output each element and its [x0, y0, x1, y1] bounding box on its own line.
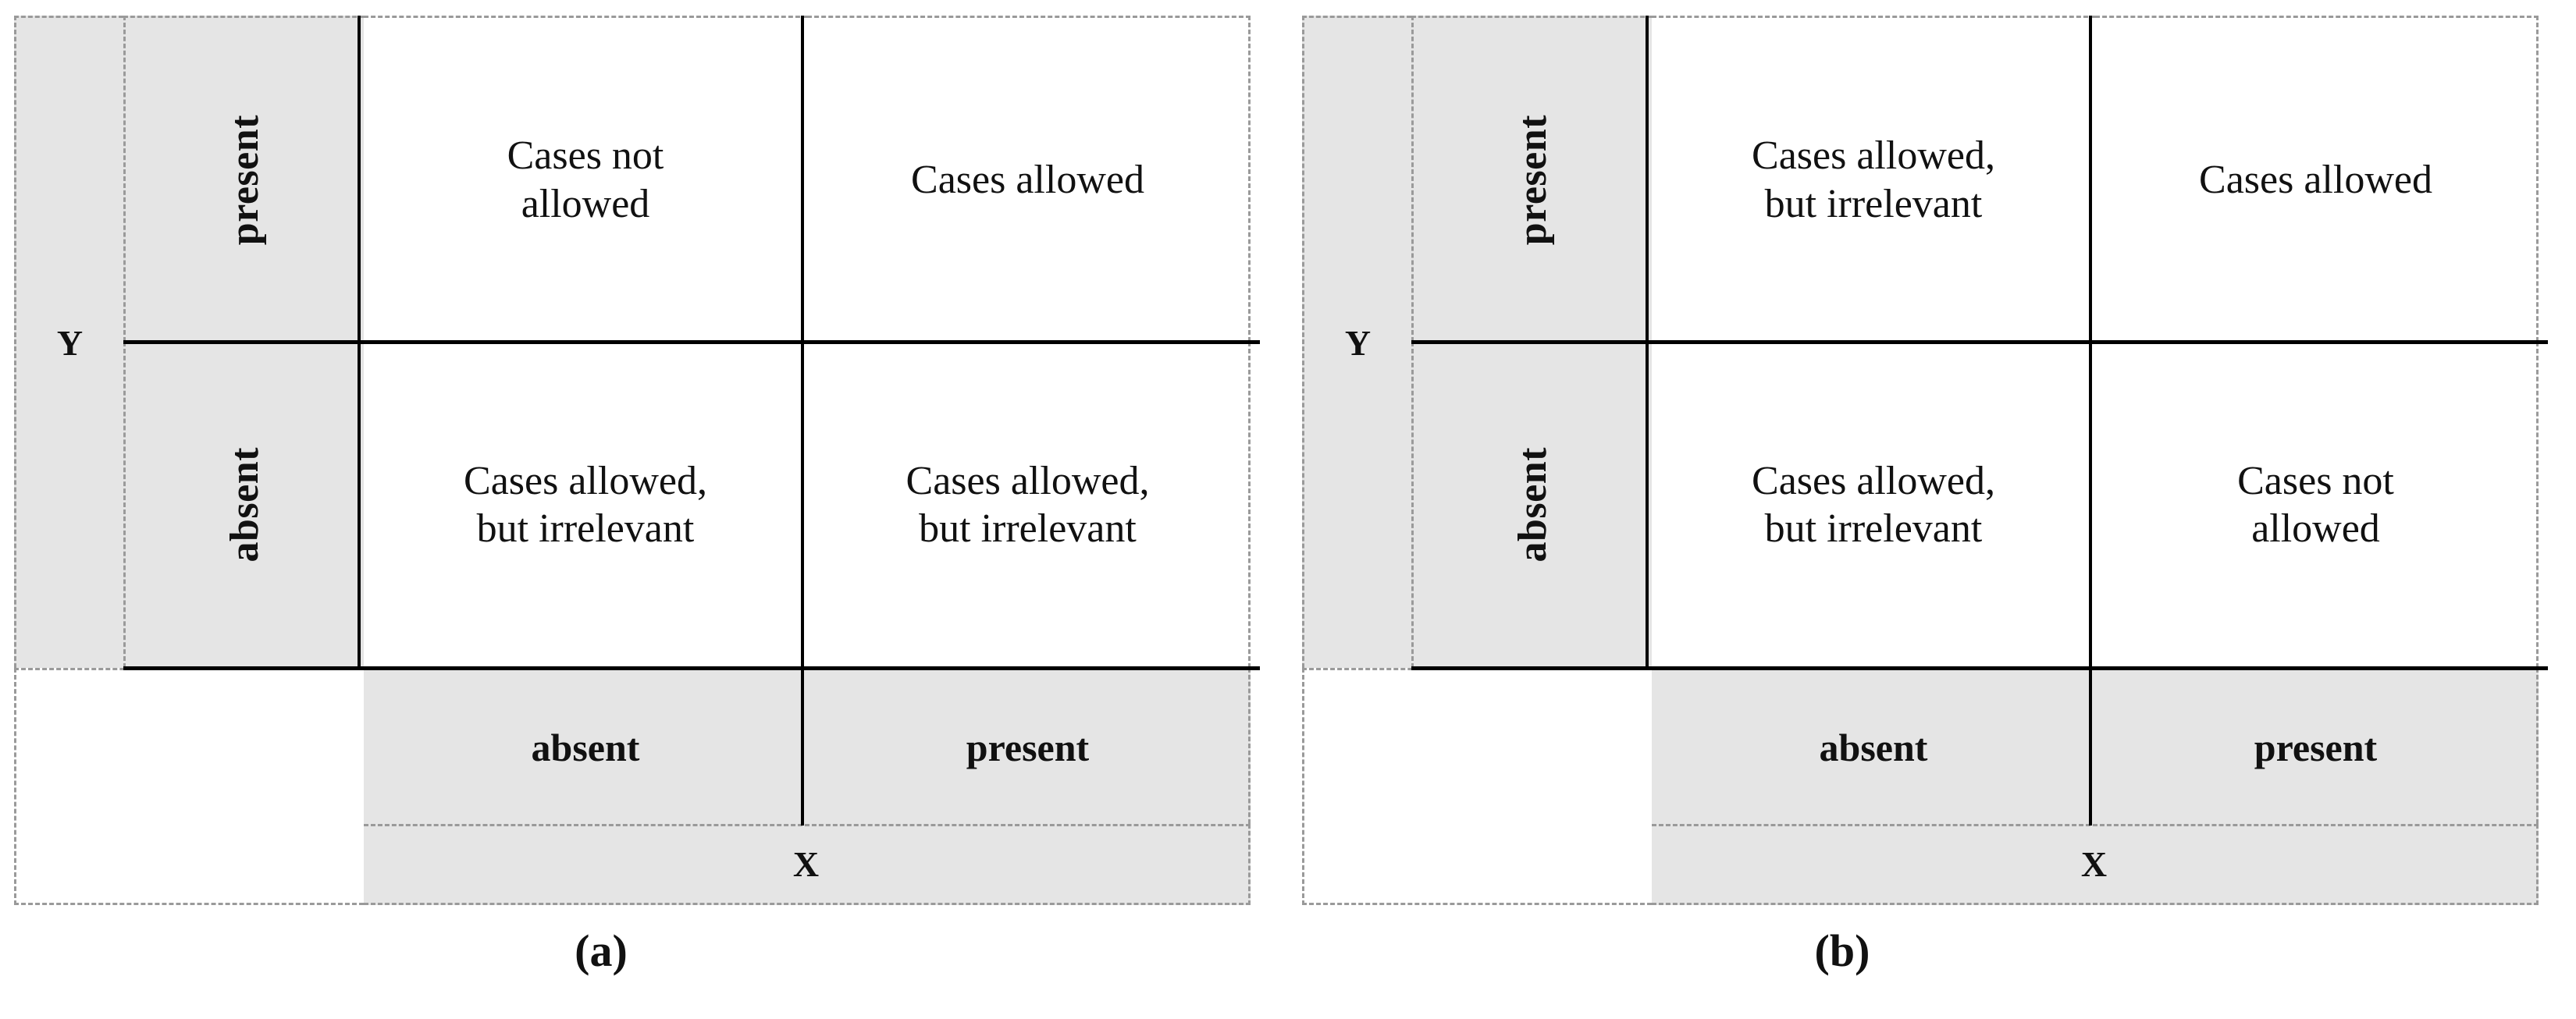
matrix-cell-b-r2c2-text: Cases not allowed — [2237, 458, 2394, 551]
matrix-corner-blank-b — [1302, 668, 1652, 905]
horizontal-rule-middle-b — [1411, 340, 2548, 344]
matrix-cell-a-r2c1-text: Cases allowed, but irrelevant — [464, 458, 707, 551]
matrix-cell-b-r1c1: Cases allowed, but irrelevant — [1652, 16, 2095, 342]
y-axis-label-b: Y — [1344, 322, 1372, 363]
row-header-absent-a: absent — [123, 342, 364, 668]
matrix-cell-a-r2c2-text: Cases allowed, but irrelevant — [906, 458, 1150, 551]
panel-caption-a: (a) — [575, 925, 628, 976]
matrix-cell-b-r2c1: Cases allowed, but irrelevant — [1652, 342, 2095, 668]
panel-b: Y present Cases allowed, but irrelevant … — [1288, 0, 2576, 1019]
matrix-cell-a-r2c1: Cases allowed, but irrelevant — [364, 342, 807, 668]
vertical-rule-middle-a — [801, 16, 804, 825]
matrix-cell-b-r2c1-text: Cases allowed, but irrelevant — [1752, 458, 1995, 551]
x-axis-label-cell-b: X — [1652, 824, 2539, 905]
panel-a: Y present Cases not allowed Cases allowe… — [14, 16, 1260, 976]
row-header-present-a: present — [123, 16, 364, 342]
matrix-cell-a-r2c2: Cases allowed, but irrelevant — [807, 342, 1251, 668]
column-header-absent-label-a: absent — [531, 725, 640, 769]
row-header-absent-label-a: absent — [222, 447, 267, 563]
column-header-absent-b: absent — [1652, 668, 2095, 824]
row-header-present-label-a: present — [222, 114, 267, 246]
vertical-rule-middle-b — [2089, 16, 2092, 825]
column-header-present-label-b: present — [2254, 725, 2378, 769]
column-header-absent-a: absent — [364, 668, 807, 824]
matrix-cell-a-r1c1: Cases not allowed — [364, 16, 807, 342]
column-header-present-b: present — [2095, 668, 2539, 824]
horizontal-rule-bottom-a — [123, 666, 1260, 670]
matrix-cell-a-r1c1-text: Cases not allowed — [507, 133, 664, 226]
contingency-matrix-a: Y present Cases not allowed Cases allowe… — [14, 16, 1260, 905]
y-axis-label-a: Y — [56, 322, 84, 363]
row-header-absent-label-b: absent — [1510, 447, 1555, 563]
panel-caption-b: (b) — [1814, 925, 1870, 976]
matrix-cell-a-r1c2-text: Cases allowed — [911, 157, 1144, 202]
contingency-matrix-b: Y present Cases allowed, but irrelevant … — [1302, 16, 2548, 905]
matrix-cell-b-r1c2: Cases allowed — [2095, 16, 2539, 342]
matrix-corner-blank-a — [14, 668, 364, 905]
horizontal-rule-middle-a — [123, 340, 1260, 344]
column-header-absent-label-b: absent — [1819, 725, 1928, 769]
matrix-cell-b-r2c2: Cases not allowed — [2095, 342, 2539, 668]
column-header-present-a: present — [807, 668, 1251, 824]
y-axis-label-cell-b: Y — [1302, 16, 1411, 668]
x-axis-label-a: X — [792, 844, 820, 884]
x-axis-label-b: X — [2080, 844, 2108, 884]
row-header-present-label-b: present — [1510, 114, 1555, 246]
matrix-cell-b-r1c2-text: Cases allowed — [2199, 157, 2432, 202]
matrix-cell-a-r1c2: Cases allowed — [807, 16, 1251, 342]
row-header-absent-b: absent — [1411, 342, 1652, 668]
row-header-present-b: present — [1411, 16, 1652, 342]
x-axis-label-cell-a: X — [364, 824, 1251, 905]
y-axis-label-cell-a: Y — [14, 16, 123, 668]
matrix-cell-b-r1c1-text: Cases allowed, but irrelevant — [1752, 133, 1995, 226]
column-header-present-label-a: present — [966, 725, 1090, 769]
horizontal-rule-bottom-b — [1411, 666, 2548, 670]
